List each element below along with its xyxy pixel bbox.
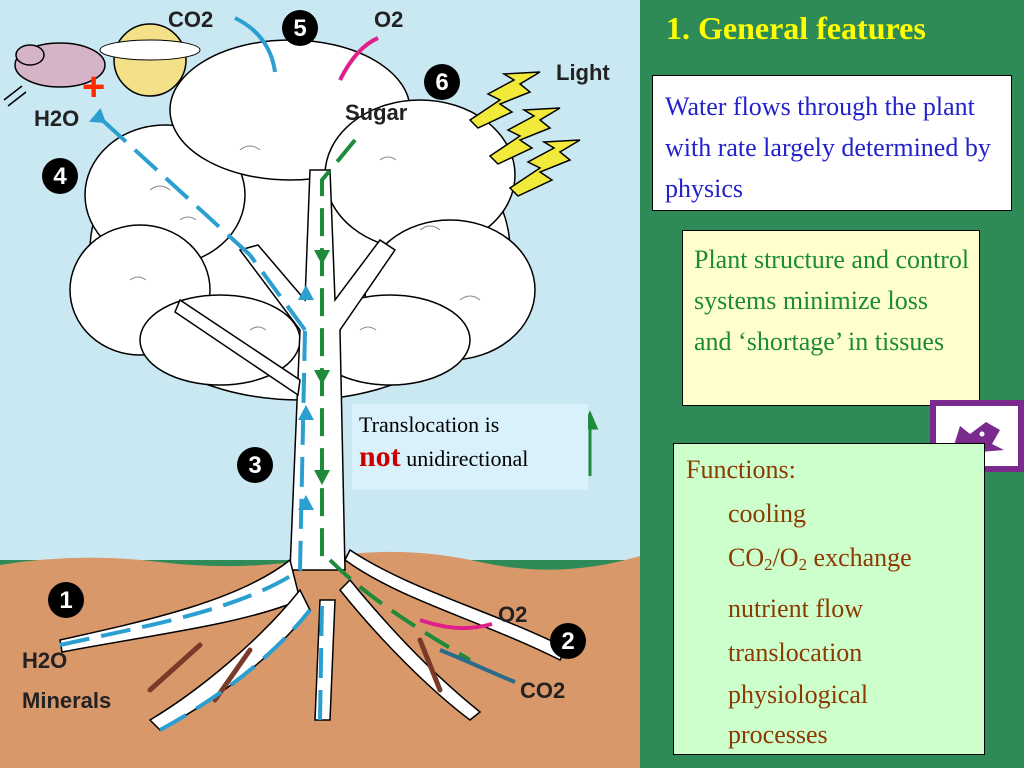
gas-arrows — [234, 16, 516, 684]
moon-cloud-icon — [99, 23, 201, 97]
step-number-4: 4 — [53, 163, 67, 190]
step-number-3: 3 — [248, 452, 261, 479]
co2-top-label: CO2 — [168, 7, 213, 32]
function-item-physiological-processes: physiological processes — [728, 680, 869, 750]
plus-sign: + — [82, 65, 105, 109]
translocation-line1: Translocation is — [359, 412, 500, 437]
sugar-flow-arrows — [320, 138, 472, 662]
function-item-nutrient-flow: nutrient flow — [728, 594, 864, 624]
functions-box: Functions: cooling CO2/O2 exchange nutri… — [673, 443, 985, 755]
plant-transport-diagram: 1 2 3 4 5 6 CO2 O2 Light Sugar H2O O2 CO… — [0, 0, 640, 768]
step-badge-1 — [48, 582, 84, 618]
step-badges — [42, 10, 586, 659]
translocation-rest: unidirectional — [406, 446, 529, 471]
function-item-gas-exchange: CO2/O2 exchange — [728, 543, 912, 575]
sugar-label: Sugar — [345, 100, 408, 125]
step-badge-5 — [282, 10, 318, 46]
water-arrowheads — [88, 108, 314, 510]
wind-cloud-icon — [3, 42, 106, 107]
minerals-label: Minerals — [22, 688, 111, 713]
co2-root-label: CO2 — [520, 678, 565, 703]
water-flow-box: Water flows through the plant with rate … — [652, 75, 1012, 211]
o2-top-label: O2 — [374, 7, 403, 32]
water-flow-arrows — [59, 116, 324, 732]
lightning-icon — [468, 71, 581, 197]
sugar-arrowheads — [314, 250, 330, 485]
h2o-top-label: H2O — [34, 106, 79, 131]
husky-logo-icon — [930, 400, 1024, 472]
translocation-note: Translocation is not unidirectional — [352, 404, 588, 490]
h2o-root-label: H2O — [22, 648, 67, 673]
step-badge-6 — [424, 64, 460, 100]
light-label: Light — [556, 60, 610, 85]
plant-structure-box: Plant structure and control systems mini… — [682, 230, 980, 406]
slide-title: 1. General features — [666, 10, 926, 46]
canopy-shading — [129, 145, 481, 331]
function-item-translocation: translocation — [728, 638, 863, 668]
functions-heading: Functions: — [686, 455, 796, 484]
o2-root-label: O2 — [498, 602, 527, 627]
step-number-1: 1 — [59, 587, 72, 614]
step-number-5: 5 — [293, 15, 306, 42]
function-item-cooling: cooling — [728, 499, 806, 528]
step-badge-3 — [237, 447, 273, 483]
step-number-6: 6 — [435, 69, 448, 96]
step-badge-4 — [42, 158, 78, 194]
step-badge-2 — [550, 623, 586, 659]
translocation-emphasis: not — [359, 440, 401, 473]
step-number-2: 2 — [561, 628, 574, 655]
